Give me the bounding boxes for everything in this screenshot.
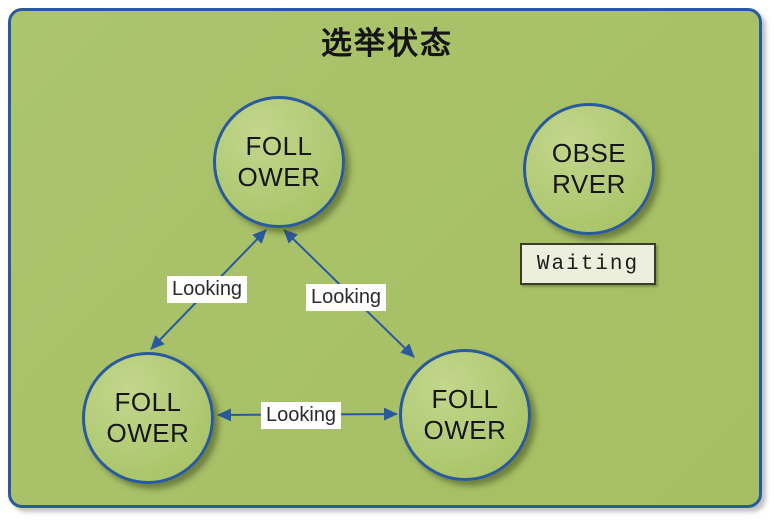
node-label-follower-top: FOLL OWER: [237, 131, 321, 192]
waiting-badge-label: Waiting: [536, 252, 640, 276]
diagram-title: 选举状态: [321, 26, 453, 61]
state-node-follower-left: FOLL OWER: [82, 352, 214, 484]
edge-label-looking-right: Looking: [306, 284, 387, 311]
waiting-badge: Waiting: [520, 243, 656, 285]
node-label-follower-right: FOLL OWER: [423, 384, 507, 445]
node-label-follower-left: FOLL OWER: [106, 387, 190, 448]
node-label-observer: OBSE RVER: [551, 138, 627, 199]
state-node-follower-right: FOLL OWER: [399, 349, 531, 481]
state-node-follower-top: FOLL OWER: [213, 96, 345, 228]
edge-label-looking-bottom: Looking: [261, 402, 342, 429]
edge-label-looking-left: Looking: [167, 276, 248, 303]
state-node-observer: OBSE RVER: [523, 103, 655, 235]
